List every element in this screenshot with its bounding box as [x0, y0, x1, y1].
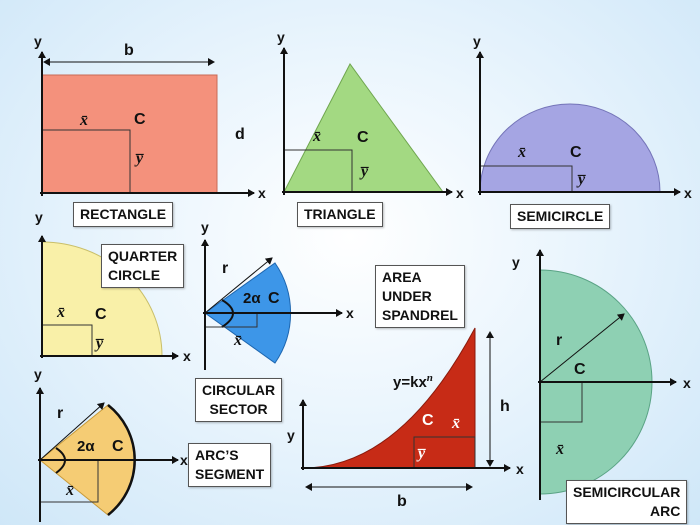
semicircular-arc-r-label: r	[556, 332, 562, 349]
semicircular-arc-figure: y x r C x̄	[512, 249, 691, 500]
semicircular-arc-label-box: SEMICIRCULAR ARC	[566, 480, 688, 524]
semicircle-label: SEMICIRCLE	[517, 208, 604, 224]
circular-sector-radius-line	[204, 257, 273, 314]
spandrel-b-label: b	[397, 493, 407, 510]
spandrel-x-label: x	[516, 461, 524, 477]
arcs-segment-label-line-2: SEGMENT	[195, 466, 265, 482]
semicircular-arc-label-line-1: SEMICIRCULAR	[573, 484, 681, 500]
triangle-centroid-label: C	[357, 129, 369, 146]
quarter-circle-xbar-label: x̄	[56, 304, 65, 321]
quarter-circle-label-box: QUARTER CIRCLE	[101, 244, 185, 288]
rectangle-b-label: b	[124, 42, 134, 59]
semicircle-xbar-label: x̄	[517, 144, 526, 161]
spandrel-y-label: y	[287, 427, 295, 443]
semicircle-centroid-label: C	[570, 144, 582, 161]
arcs-segment-xbar-label: x̄	[65, 482, 74, 499]
arcs-segment-label-box: ARC’S SEGMENT	[188, 443, 272, 487]
spandrel-xbar-label: x̄	[451, 415, 460, 432]
rectangle-centroid-label: C	[134, 111, 146, 128]
spandrel-equation: y=kxn	[393, 372, 433, 391]
rectangle-y-label: y	[34, 33, 42, 49]
triangle-ybar-label: y̅	[359, 163, 370, 180]
semicircle-x-label: x	[684, 185, 692, 201]
spandrel-centroid-label: C	[422, 412, 434, 429]
semicircular-arc-centroid-label: C	[574, 361, 586, 378]
quarter-circle-y-label: y	[35, 209, 43, 225]
spandrel-label-line-3: SPANDREL	[382, 307, 458, 323]
semicircular-arc-y-label: y	[512, 254, 520, 270]
triangle-label: TRIANGLE	[304, 206, 376, 222]
rectangle-d-label: d	[235, 126, 245, 143]
semicircle-ybar-label: y̅	[576, 171, 587, 188]
quarter-circle-ybar-label: y̅	[94, 335, 105, 352]
rectangle-x-label: x	[258, 185, 266, 201]
circular-sector-label-line-2: SECTOR	[209, 401, 268, 417]
rectangle-label-box: RECTANGLE	[73, 202, 174, 227]
semicircle-label-box: SEMICIRCLE	[510, 204, 611, 229]
arcs-segment-y-label: y	[34, 366, 42, 382]
triangle-figure: y x C x̄ y̅	[277, 29, 464, 201]
circular-sector-xbar-label: x̄	[233, 332, 242, 349]
semicircle-y-label: y	[473, 33, 481, 49]
spandrel-ybar-label: y̅	[416, 445, 427, 462]
circular-sector-figure: y x r 2α C x̄	[201, 219, 354, 370]
quarter-circle-centroid-label: C	[95, 306, 107, 323]
semicircular-arc-xbar-label: x̄	[555, 441, 564, 458]
arcs-segment-radius-line	[39, 402, 105, 461]
circular-sector-y-label: y	[201, 219, 209, 235]
triangle-xbar-label: x̄	[312, 128, 321, 145]
circular-sector-r-label: r	[222, 260, 228, 277]
quarter-circle-label-line-2: CIRCLE	[108, 267, 161, 283]
spandrel-shape	[302, 327, 476, 469]
circular-sector-angle-label: 2α	[243, 290, 261, 307]
quarter-circle-figure: y x C x̄ y̅	[35, 209, 191, 364]
spandrel-label-line-2: UNDER	[382, 288, 432, 304]
rectangle-label: RECTANGLE	[80, 206, 167, 222]
arcs-segment-centroid-label: C	[112, 438, 124, 455]
semicircle-figure: y x C x̄ y̅	[473, 33, 692, 201]
circular-sector-centroid-label: C	[268, 290, 280, 307]
quarter-circle-label-line-1: QUARTER	[108, 248, 178, 264]
triangle-y-label: y	[277, 29, 285, 45]
quarter-circle-x-label: x	[183, 348, 191, 364]
arcs-segment-x-label: x	[180, 452, 188, 468]
spandrel-label-box: AREA UNDER SPANDREL	[375, 265, 465, 328]
rectangle-ybar-label: y̅	[134, 150, 145, 167]
spandrel-figure: y x h b y=kxn C x̄ y̅	[287, 327, 524, 510]
circular-sector-x-label: x	[346, 305, 354, 321]
rectangle-figure: y x b d C x̄ y̅	[34, 33, 266, 201]
triangle-x-label: x	[456, 185, 464, 201]
rectangle-xbar-label: x̄	[79, 112, 88, 129]
spandrel-h-label: h	[500, 398, 510, 415]
semicircular-arc-x-label: x	[683, 375, 691, 391]
arcs-segment-figure: y x r 2α C x̄	[34, 366, 188, 522]
semicircular-arc-radius-line	[539, 313, 625, 383]
circular-sector-label-line-1: CIRCULAR	[202, 382, 276, 398]
arcs-segment-angle-label: 2α	[77, 438, 95, 455]
arcs-segment-r-label: r	[57, 405, 63, 422]
arcs-segment-label-line-1: ARC’S	[195, 447, 239, 463]
spandrel-label-line-1: AREA	[382, 269, 422, 285]
triangle-label-box: TRIANGLE	[297, 202, 383, 227]
semicircular-arc-label-line-2: ARC	[650, 503, 681, 519]
circular-sector-label-box: CIRCULAR SECTOR	[195, 378, 283, 422]
semicircle-shape	[479, 103, 661, 193]
